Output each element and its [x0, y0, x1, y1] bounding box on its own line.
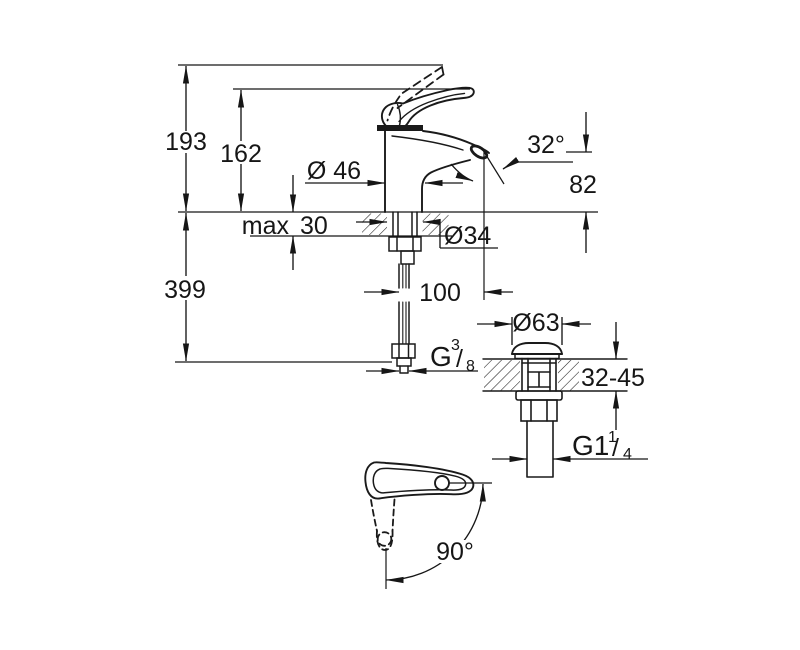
deck-section: [362, 213, 449, 235]
label-deck-max-value: 30: [300, 212, 328, 240]
g38-connector-nut: [391, 343, 416, 359]
label-waste-deck-range: 32-45: [581, 364, 645, 392]
svg-text:8: 8: [466, 358, 475, 375]
faucet-side-view: [362, 66, 490, 374]
svg-text:4: 4: [623, 446, 632, 463]
waste-valve-view: [482, 342, 628, 478]
handle-rotated-dashed: [370, 498, 396, 551]
svg-text:1: 1: [608, 429, 617, 446]
svg-text:3: 3: [451, 337, 460, 354]
waste-locknut: [520, 399, 558, 422]
spray-angle-leader: [502, 156, 573, 170]
label-total-height: 193: [165, 128, 207, 156]
waste-body: [515, 357, 563, 478]
svg-text:/: /: [612, 434, 619, 462]
label-handle-swivel: 90°: [436, 538, 474, 566]
svg-text:G: G: [430, 341, 452, 372]
label-hole-diameter: Ø34: [444, 222, 491, 250]
label-spout-projection: 100: [419, 279, 461, 307]
label-deck-max: max: [242, 212, 290, 240]
supply-hose: [391, 263, 416, 374]
label-masks: [161, 131, 481, 563]
label-spray-angle: 32°: [527, 131, 565, 159]
lever-side: [380, 86, 475, 128]
waste-tailpipe: [526, 420, 554, 478]
waste-deck-section: [482, 358, 628, 392]
dimension-labels: 193 162 399 max 30 Ø 46 Ø34 32° 82 100 G…: [164, 128, 645, 566]
spray-angle-arc: [450, 163, 474, 182]
aerator: [469, 144, 489, 160]
label-body-height: 162: [220, 140, 262, 168]
dimension-lines: [175, 64, 648, 589]
svg-text:G1: G1: [572, 430, 609, 461]
handle-pin: [434, 475, 450, 491]
label-waste-thread: G1 1 / 4: [572, 429, 632, 463]
label-body-diameter: Ø 46: [307, 157, 361, 185]
label-cap-diameter: Ø63: [512, 309, 559, 337]
label-outlet-height: 82: [569, 171, 597, 199]
spray-direction-line: [481, 148, 505, 185]
label-supply-thread: G 3 / 8: [430, 337, 475, 375]
mounting-shank: [388, 211, 422, 265]
cartridge-joint: [377, 125, 423, 131]
svg-text:/: /: [456, 345, 463, 373]
waste-cap: [511, 342, 563, 360]
faucet-body: [384, 130, 490, 213]
handle-top-view: [364, 461, 475, 551]
label-below-deck: 399: [164, 276, 206, 304]
